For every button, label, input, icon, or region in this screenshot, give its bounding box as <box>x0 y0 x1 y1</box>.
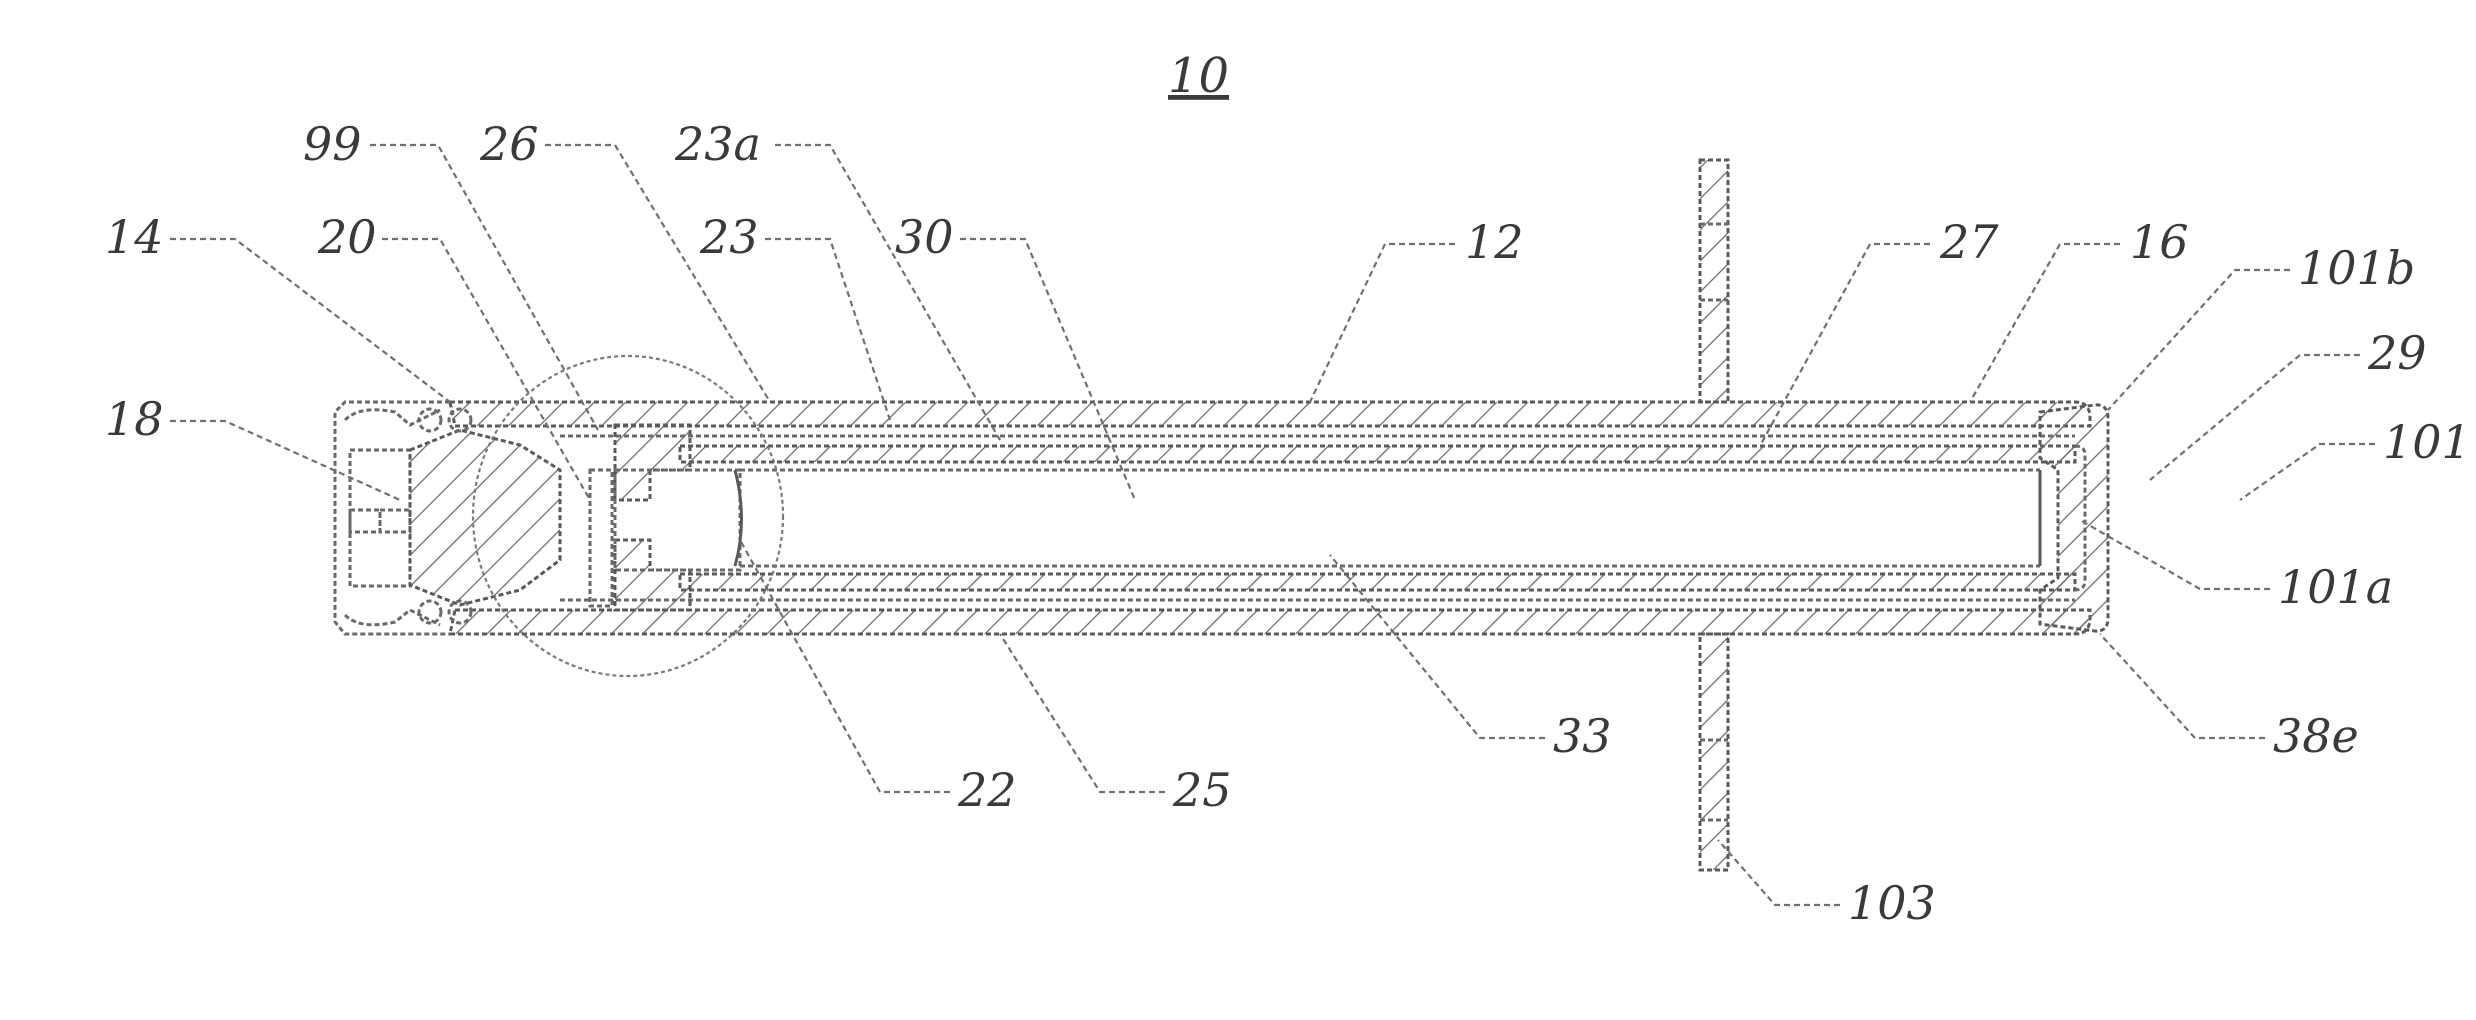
label-38e: 38e <box>2273 709 2359 763</box>
stopper-upper <box>615 425 690 500</box>
spacer-99 <box>590 470 612 606</box>
leader-101a <box>2080 520 2270 589</box>
inner-tube-bottom-wall <box>680 574 2075 590</box>
inner-tube-top-wall <box>680 446 2075 462</box>
label-18: 18 <box>105 392 164 446</box>
label-12: 12 <box>1465 215 1524 269</box>
label-101b: 101b <box>2298 241 2415 295</box>
label-14: 14 <box>105 210 164 264</box>
leader-103 <box>1718 840 1840 905</box>
cap-slot-b <box>380 510 410 532</box>
outer-barrel-bottom-wall <box>450 610 2090 634</box>
label-33: 33 <box>1553 709 1612 763</box>
o-ring-top-a <box>419 409 441 431</box>
hub-lip-bottom <box>345 610 440 625</box>
flange-lower <box>1700 634 1728 870</box>
label-23a: 23a <box>674 117 761 171</box>
label-101a: 101a <box>2278 560 2393 614</box>
end-cap-body <box>2040 405 2108 631</box>
label-23: 23 <box>699 210 759 264</box>
outer-barrel-top-wall <box>450 402 2090 426</box>
label-16: 16 <box>2130 215 2189 269</box>
label-26: 26 <box>479 117 539 171</box>
label-29: 29 <box>2367 326 2427 380</box>
label-20: 20 <box>317 210 377 264</box>
flange <box>1700 160 1728 870</box>
leader-99 <box>370 145 598 430</box>
leader-38e <box>2100 634 2265 738</box>
o-ring-bottom-a <box>419 601 441 623</box>
label-99: 99 <box>303 117 362 171</box>
label-101: 101 <box>2383 415 2471 469</box>
leader-29 <box>2150 355 2360 480</box>
cap-slot-a <box>350 510 380 532</box>
label-22: 22 <box>957 763 1017 817</box>
figure-number: 10 <box>1168 48 1229 104</box>
stopper-lower <box>615 540 690 610</box>
leader-101 <box>2240 444 2375 500</box>
leader-23a <box>775 145 1000 440</box>
leader-12 <box>1310 244 1455 402</box>
leader-23 <box>765 239 890 420</box>
end-cap <box>2040 405 2108 631</box>
leader-14 <box>170 239 450 402</box>
label-25: 25 <box>1172 763 1232 817</box>
syringe-body <box>450 402 2090 634</box>
label-30: 30 <box>895 210 954 264</box>
hub-lip-top <box>345 410 440 425</box>
leader-25 <box>1000 634 1165 792</box>
leader-101b <box>2108 270 2290 410</box>
hub-assembly <box>335 402 742 634</box>
leader-18 <box>170 421 400 500</box>
label-27: 27 <box>1939 215 1999 269</box>
flange-upper <box>1700 160 1728 402</box>
label-103: 103 <box>1848 876 1936 930</box>
leader-26 <box>545 145 770 402</box>
